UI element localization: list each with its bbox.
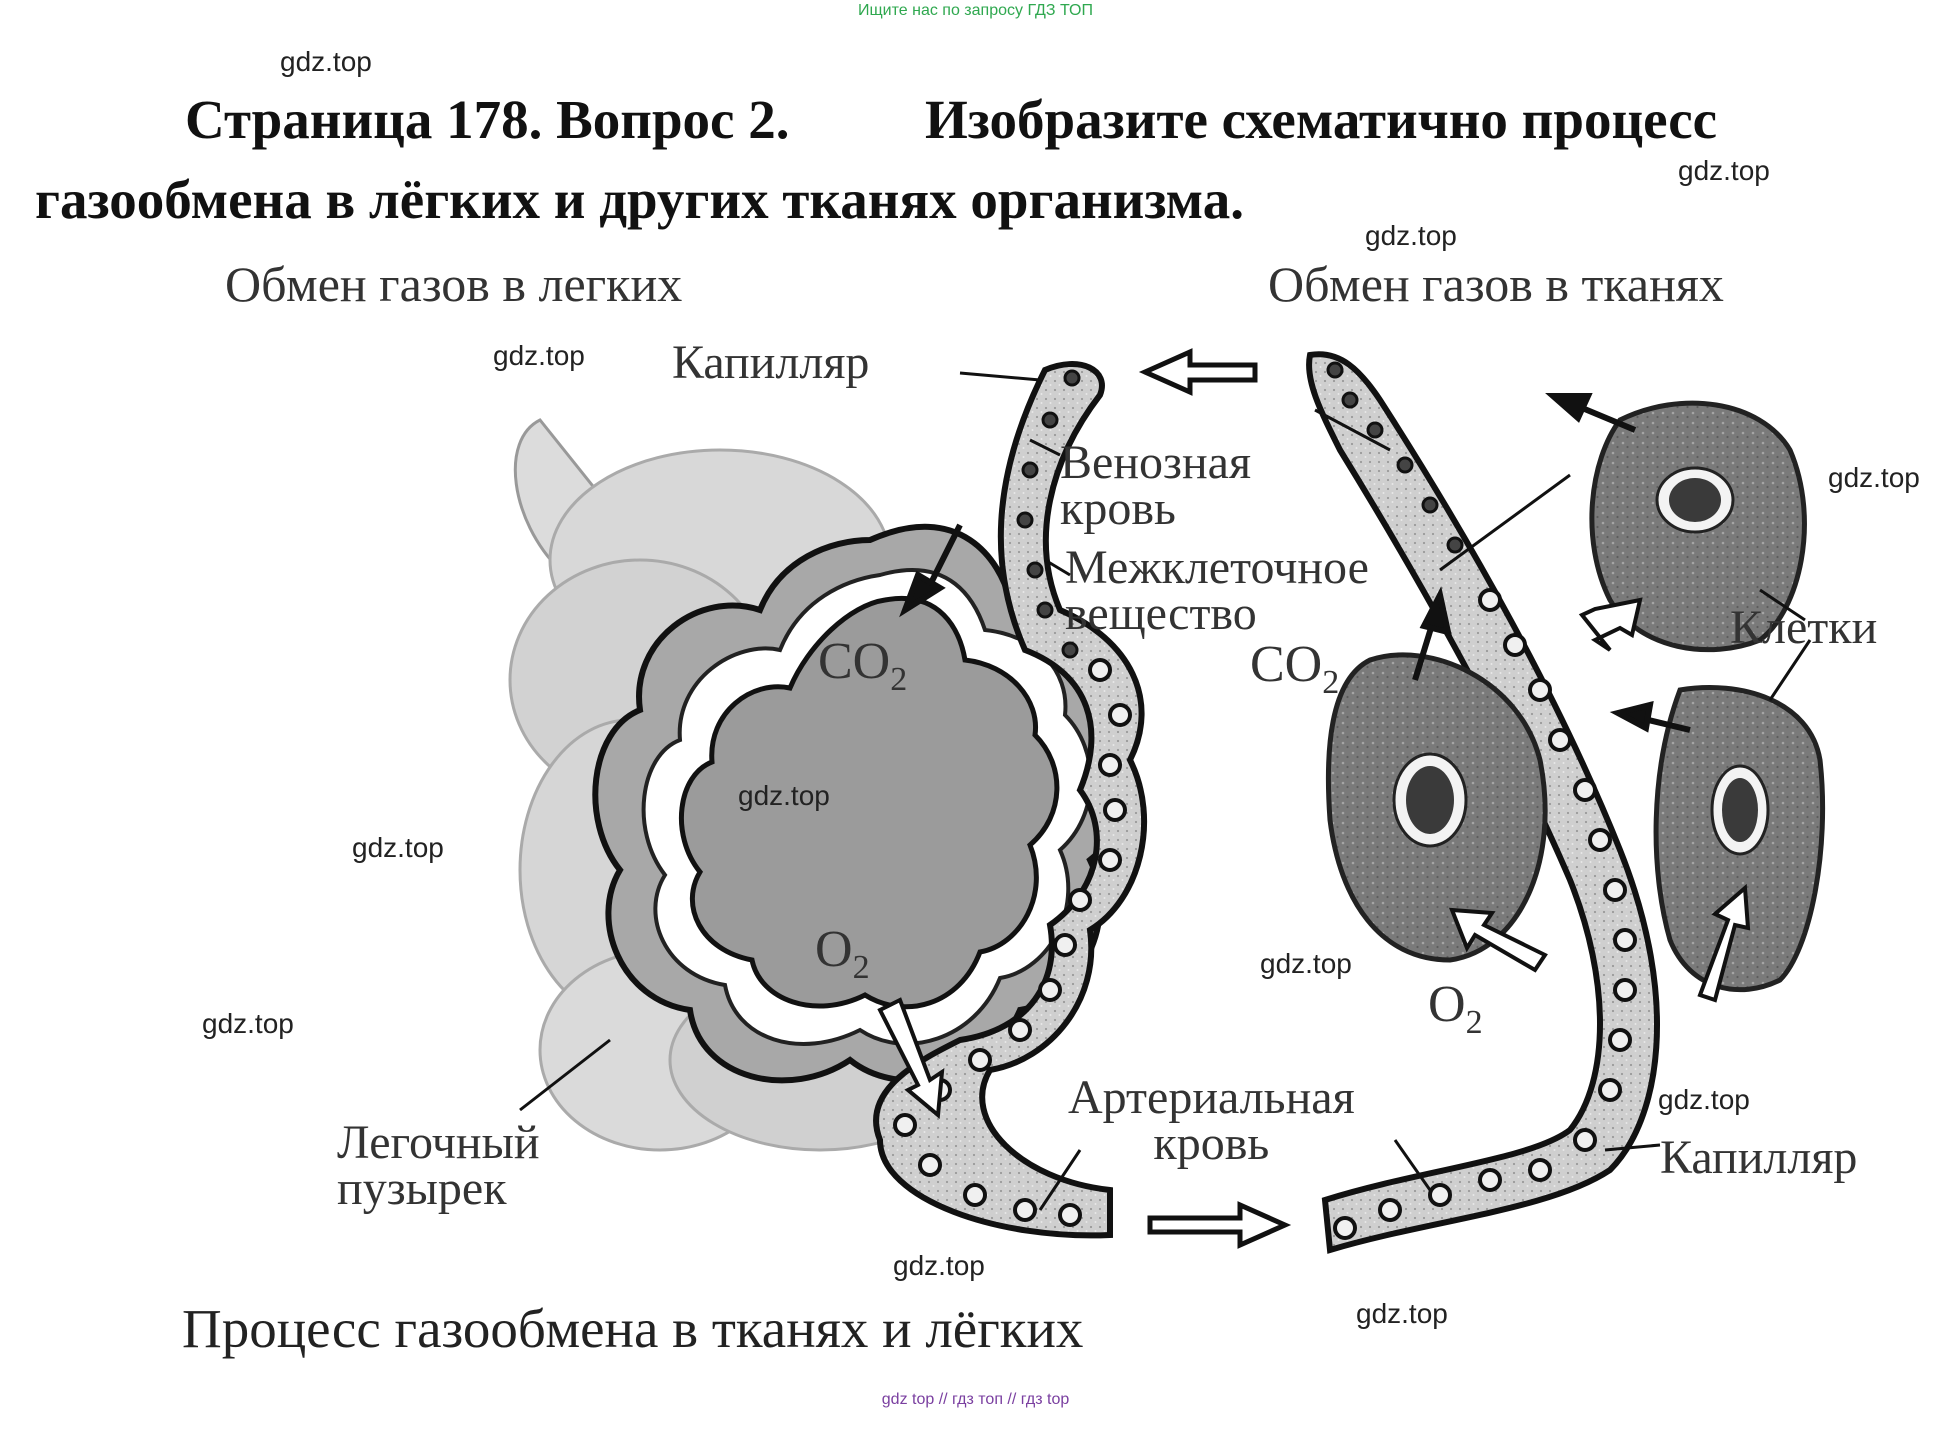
arterial-blood-line2: кровь	[1153, 1117, 1270, 1170]
o2-label-tissues: O2	[1428, 976, 1483, 1041]
capillary-label-bottom: Капилляр	[1660, 1131, 1858, 1184]
co2-arrow-icons	[899, 393, 1691, 733]
flow-arrow-arterial	[1147, 1201, 1292, 1249]
watermark: gdz.top	[1678, 155, 1770, 186]
watermark: gdz.top	[1658, 1084, 1750, 1115]
capillary-label-top: Капилляр	[672, 336, 870, 389]
alveolus-line2: пузырек	[337, 1162, 507, 1215]
arterial-blood-line1: Артериальная	[1068, 1071, 1355, 1124]
cells-label: Клетки	[1730, 601, 1878, 654]
watermark: gdz.top	[893, 1250, 985, 1281]
question-text: Изобразите схематично процесс	[925, 89, 1718, 150]
watermark: gdz.top	[280, 46, 372, 77]
o2-label-lungs: O2	[815, 921, 870, 986]
tissue-cell-middle	[1325, 652, 1548, 963]
lung-capillary-rbc	[893, 658, 1132, 1227]
top-search-link[interactable]: Ищите нас по запросу ГДЗ ТОП	[858, 2, 1093, 19]
venous-blood-label: Венозная кровь	[1060, 436, 1252, 535]
watermark: gdz.top	[202, 1008, 294, 1039]
diagram-caption: Процесс газообмена в тканях и лёгких	[182, 1298, 1084, 1359]
venous-blood-line2: кровь	[1060, 482, 1176, 535]
flow-arrow-venous	[1138, 348, 1258, 396]
tissue-cell-top	[1589, 400, 1807, 653]
co2-label-tissues: CO2	[1250, 636, 1340, 701]
watermark: gdz.top	[1260, 948, 1352, 979]
venous-blood-line1: Венозная	[1060, 436, 1252, 489]
question-text-line2: газообмена в лёгких и других тканях орга…	[35, 169, 1245, 230]
tissue-capillary-rbc	[1333, 588, 1637, 1240]
tissues-exchange-title: Обмен газов в тканях	[1268, 256, 1724, 312]
alveolus-line1: Легочный	[337, 1116, 540, 1169]
watermark: gdz.top	[1356, 1298, 1448, 1329]
footer-links[interactable]: gdz top // гдз топ // гдз top	[881, 1391, 1070, 1408]
intercellular-line1: Межклеточное	[1065, 541, 1369, 594]
watermark: gdz.top	[738, 780, 830, 811]
lungs-exchange-title: Обмен газов в легких	[225, 256, 683, 312]
intercellular-substance-label: Межклеточное вещество	[1065, 541, 1369, 640]
tissue-cell-bottom	[1653, 685, 1826, 993]
tissue-capillary-cells	[1326, 361, 1464, 554]
o2-arrow-icons	[877, 597, 1751, 1119]
watermark: gdz.top	[493, 340, 585, 371]
watermark: gdz.top	[1828, 462, 1920, 493]
co2-label-lungs: CO2	[818, 633, 908, 698]
watermark: gdz.top	[352, 832, 444, 863]
watermark: gdz.top	[1365, 220, 1457, 251]
lung-capillary-cells	[1016, 369, 1081, 659]
intercellular-line2: вещество	[1065, 587, 1257, 640]
leader-lines	[519, 371, 1812, 1211]
arterial-blood-label: Артериальная кровь	[1068, 1071, 1355, 1170]
alveolus-label: Легочный пузырек	[337, 1116, 540, 1215]
question-title: Страница 178. Вопрос 2.	[185, 89, 790, 150]
lung-capillary	[873, 361, 1148, 1239]
alveolus	[592, 524, 1132, 1084]
